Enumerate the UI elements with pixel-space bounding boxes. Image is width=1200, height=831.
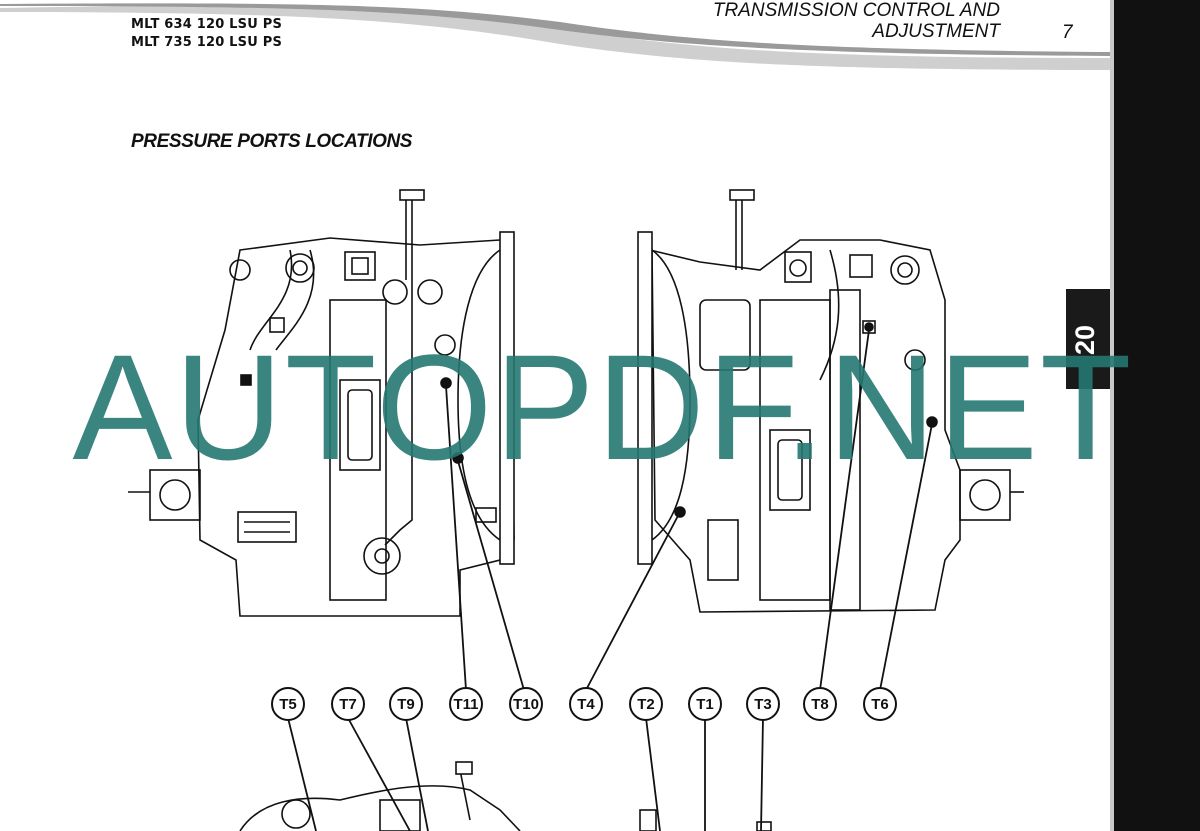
- section-title-line2: ADJUSTMENT: [872, 21, 1000, 42]
- callout-label: T8: [811, 696, 829, 713]
- callout-circle: [746, 687, 780, 721]
- callout-t10: T10: [509, 687, 543, 721]
- callout-label: T2: [637, 696, 655, 713]
- model-list: MLT 634 120 LSU PS MLT 735 120 LSU PS: [131, 16, 282, 52]
- figure-title: PRESSURE PORTS LOCATIONS: [131, 131, 413, 152]
- callout-label: T10: [513, 696, 539, 713]
- callout-t4: T4: [569, 687, 603, 721]
- transmission-bottom-view: [239, 761, 772, 831]
- callout-circle: [389, 687, 423, 721]
- callout-label: T6: [871, 696, 889, 713]
- callout-label: T3: [754, 696, 772, 713]
- callout-label: T11: [453, 696, 478, 713]
- callout-circle: [803, 687, 837, 721]
- section-title: TRANSMISSION CONTROL AND ADJUSTMENT: [640, 0, 1000, 42]
- chapter-tab: [1066, 289, 1110, 389]
- transmission-left-view: [128, 189, 515, 617]
- transmission-right-view: [637, 189, 1024, 613]
- page-number: 7: [1062, 22, 1073, 43]
- model-1: MLT 634 120 LSU PS: [131, 17, 283, 32]
- callout-circle: [271, 687, 305, 721]
- callout-label: T4: [577, 696, 595, 713]
- callout-circle: [569, 687, 603, 721]
- callout-t9: T9: [389, 687, 423, 721]
- model-2: MLT 735 120 LSU PS: [131, 35, 283, 50]
- callout-t6: T6: [863, 687, 897, 721]
- callout-t5: T5: [271, 687, 305, 721]
- callout-label: T9: [397, 696, 415, 713]
- callout-circle: [863, 687, 897, 721]
- callout-t1: T1: [688, 687, 722, 721]
- callout-t2: T2: [629, 687, 663, 721]
- page-edge: [1110, 0, 1114, 831]
- callout-t3: T3: [746, 687, 780, 721]
- callout-t11: T11: [449, 687, 483, 721]
- callout-label: T7: [339, 696, 357, 713]
- callout-circle: [331, 687, 365, 721]
- callout-circle: [449, 687, 483, 721]
- section-title-line1: TRANSMISSION CONTROL AND: [712, 0, 1000, 21]
- callout-t7: T7: [331, 687, 365, 721]
- viewer-background: [1114, 0, 1200, 831]
- callout-label: T1: [696, 696, 714, 713]
- callout-circle: [688, 687, 722, 721]
- callout-t8: T8: [803, 687, 837, 721]
- callout-label: T5: [279, 696, 297, 713]
- callout-circle: [509, 687, 543, 721]
- callout-circle: [629, 687, 663, 721]
- watermark: AUTOPDF.NET: [72, 323, 1134, 491]
